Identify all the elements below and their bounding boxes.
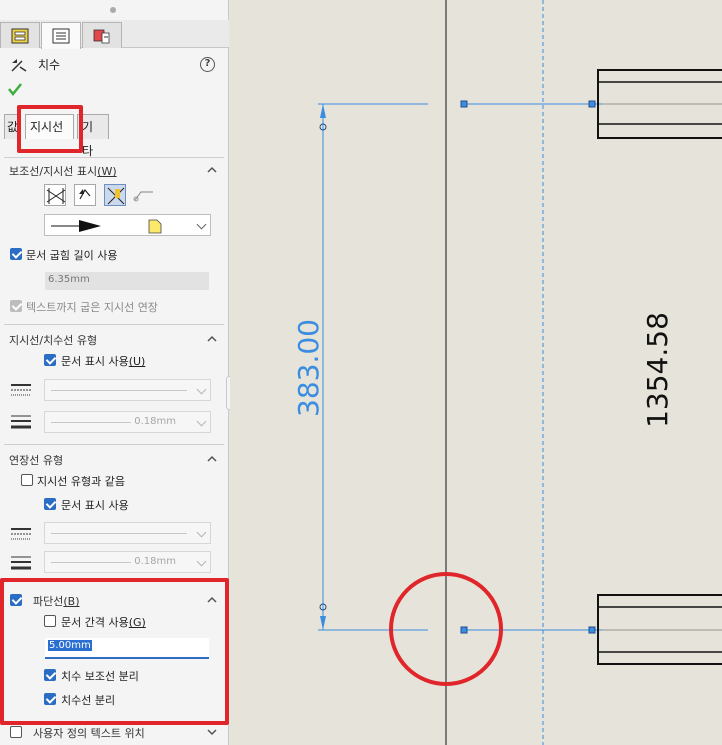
leader-inside-button[interactable] — [74, 184, 96, 206]
chevron-down-icon — [196, 384, 207, 395]
leader-use-doc-display-label: 문서 표시 사용(U) — [61, 355, 146, 368]
section-title-custom-text-pos: 사용자 정의 텍스트 위치 — [33, 727, 145, 740]
tab-config-manager[interactable] — [82, 22, 122, 48]
chevron-up-icon[interactable] — [207, 165, 217, 175]
leader-line-thickness-dropdown[interactable]: 0.18mm — [44, 411, 211, 433]
leader-smart-button[interactable] — [104, 184, 126, 206]
ext-use-doc-display-label: 문서 표시 사용 — [61, 499, 129, 512]
arrowhead-bottom — [320, 616, 326, 630]
highlight-box-break-section — [0, 578, 229, 725]
tab-feature-tree[interactable] — [0, 22, 40, 48]
arrowhead-top — [320, 104, 326, 118]
extend-to-text-label: 텍스트까지 굽은 지시선 연장 — [26, 301, 158, 314]
part-outline-top[interactable] — [597, 69, 722, 139]
dimension-text-other[interactable]: 1354.58 — [641, 312, 674, 428]
ext-use-doc-display-checkbox[interactable] — [44, 498, 56, 510]
chevron-down-icon — [196, 416, 207, 427]
line-thickness-icon — [11, 415, 31, 429]
break-dim-lines-label: 치수선 분리 — [61, 694, 116, 707]
chevron-up-icon[interactable] — [207, 595, 217, 605]
config-manager-icon — [93, 29, 110, 43]
chevron-up-icon[interactable] — [207, 454, 217, 464]
use-doc-bend-checkbox[interactable] — [10, 248, 22, 260]
same-as-leader-label: 지시선 유형과 같음 — [37, 475, 125, 488]
ext-line-thickness-dropdown[interactable]: 0.18mm — [44, 551, 211, 573]
arrows-outside-icon — [46, 188, 66, 204]
dimension-icon — [11, 58, 27, 72]
chevron-down-icon — [196, 527, 207, 538]
drawing-sheet: 383.00 1354.58 — [292, 0, 722, 745]
grip-handle[interactable] — [460, 626, 468, 634]
line-style-icon — [11, 384, 31, 396]
section-title-leader-display: 보조선/지시선 표시(W) — [9, 165, 117, 178]
break-dim-lines-checkbox[interactable] — [44, 693, 56, 705]
arrow-style-preview-icon — [51, 219, 162, 234]
arrow-style-dropdown[interactable] — [44, 214, 211, 236]
panel-title: 치수 — [38, 58, 61, 72]
help-icon[interactable]: ? — [200, 57, 215, 72]
property-manager-panel: 치수 ? 값 지시선 기타 보조선/지시선 표시(W) — [0, 0, 229, 745]
bend-length-field[interactable]: 6.35mm — [45, 272, 209, 290]
arrow-handle-bottom[interactable] — [319, 603, 327, 611]
grip-handle[interactable] — [460, 100, 468, 108]
part-outline-bottom[interactable] — [597, 594, 722, 665]
custom-text-pos-checkbox[interactable] — [10, 726, 22, 738]
same-as-leader-checkbox[interactable] — [21, 474, 33, 486]
leader-use-doc-display-checkbox[interactable] — [44, 354, 56, 366]
highlight-box-leaders-tab — [17, 105, 83, 153]
use-doc-bend-label: 문서 굽힘 길이 사용 — [26, 249, 118, 262]
chevron-up-icon[interactable] — [207, 334, 217, 344]
feature-tree-icon — [11, 28, 29, 43]
use-doc-gap-label: 문서 간격 사용(G) — [61, 616, 146, 629]
highlight-circle-break — [389, 572, 503, 686]
line-thickness-icon — [11, 556, 31, 570]
dimension-text-selected[interactable]: 383.00 — [292, 319, 325, 417]
manager-tabbar — [0, 20, 229, 49]
section-title-break-lines: 파단선(B) — [33, 595, 80, 608]
arrows-inside-icon — [79, 188, 91, 200]
chevron-down-icon[interactable] — [207, 727, 217, 737]
property-manager-icon — [52, 28, 70, 44]
section-divider — [4, 157, 224, 158]
gap-value-input[interactable]: 5.00mm — [45, 638, 209, 659]
extend-to-text-checkbox[interactable] — [10, 300, 22, 312]
arrow-handle-top[interactable] — [319, 123, 327, 131]
tab-leaders[interactable]: 지시선 — [25, 114, 74, 139]
break-ext-lines-label: 치수 보조선 분리 — [61, 670, 139, 683]
section-divider — [4, 444, 224, 445]
grip-handle[interactable] — [588, 626, 596, 634]
drawing-canvas[interactable]: 383.00 1354.58 — [230, 0, 722, 745]
smart-arrows-icon — [107, 187, 125, 205]
panel-header: 치수 — [10, 56, 60, 73]
use-doc-gap-checkbox[interactable] — [44, 615, 56, 627]
break-lines-checkbox[interactable] — [10, 594, 22, 606]
chevron-down-icon — [196, 556, 207, 567]
bent-leader-icon[interactable] — [133, 186, 155, 204]
section-divider — [4, 324, 224, 325]
panel-grip-icon[interactable] — [110, 7, 116, 13]
grip-handle[interactable] — [588, 100, 596, 108]
ext-line-style-dropdown[interactable] — [44, 522, 211, 544]
line-style-icon — [11, 528, 31, 540]
break-ext-lines-checkbox[interactable] — [44, 669, 56, 681]
section-title-leader-style: 지시선/치수선 유형 — [9, 334, 98, 347]
ok-checkmark-icon[interactable] — [8, 82, 22, 96]
section-title-extension-line: 연장선 유형 — [9, 454, 64, 467]
leader-outside-button[interactable] — [44, 184, 66, 206]
tab-property-manager[interactable] — [41, 22, 81, 49]
leader-line-style-dropdown[interactable] — [44, 379, 211, 401]
